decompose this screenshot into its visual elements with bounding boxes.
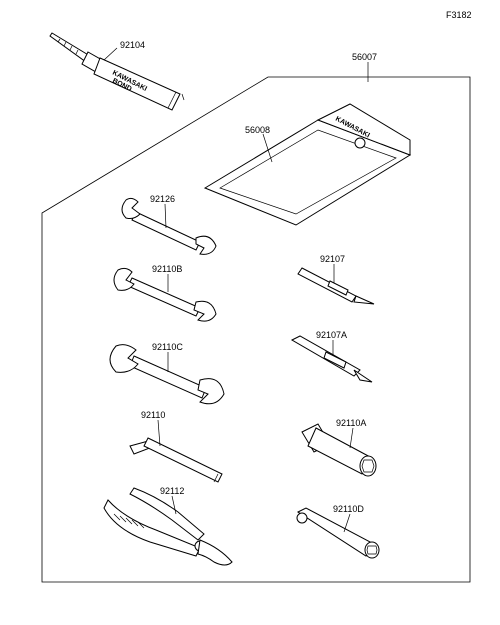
wrench-c-number: 92110C — [152, 342, 183, 352]
tool-bag: KAWASAKI — [203, 103, 412, 226]
screwdriver-bit — [297, 267, 375, 305]
screwdriver-bit-flat-number: 92107A — [316, 330, 347, 340]
socket-wrench-number: 92110A — [336, 418, 366, 428]
tool-kit-number: 56007 — [352, 52, 377, 62]
figure-code: F3182 — [446, 10, 472, 20]
pliers-number: 92112 — [160, 486, 184, 496]
bond-tube-number: 92104 — [120, 40, 145, 50]
tubular-wrench-number: 92110D — [333, 504, 364, 514]
tool-kit-outline — [41, 76, 471, 583]
bond-tube-leader — [103, 47, 118, 61]
hex-key — [129, 437, 223, 483]
hex-key-leader — [157, 419, 161, 447]
wrench-c — [109, 344, 225, 405]
pliers-leader — [171, 495, 177, 515]
screwdriver-bit-flat — [290, 335, 373, 383]
wrench-b-number: 92110B — [152, 264, 182, 274]
tool-bag-number: 56008 — [245, 125, 270, 135]
pliers — [103, 487, 233, 566]
bond-tube: KAWASAKI BOND — [49, 32, 185, 111]
wrench-a-number: 92126 — [150, 194, 175, 204]
wrench-b — [113, 267, 217, 322]
screwdriver-bit-number: 92107 — [320, 254, 345, 264]
socket-wrench — [301, 423, 377, 477]
wrench-a — [121, 197, 217, 255]
tubular-wrench — [296, 507, 380, 559]
hex-key-number: 92110 — [141, 410, 165, 420]
tool-bag-snap — [354, 137, 366, 149]
wrench-a-leader — [164, 203, 167, 229]
tool-bag-leader — [262, 133, 273, 163]
socket-wrench-leader — [349, 427, 354, 449]
tubular-wrench-leader — [343, 513, 351, 533]
